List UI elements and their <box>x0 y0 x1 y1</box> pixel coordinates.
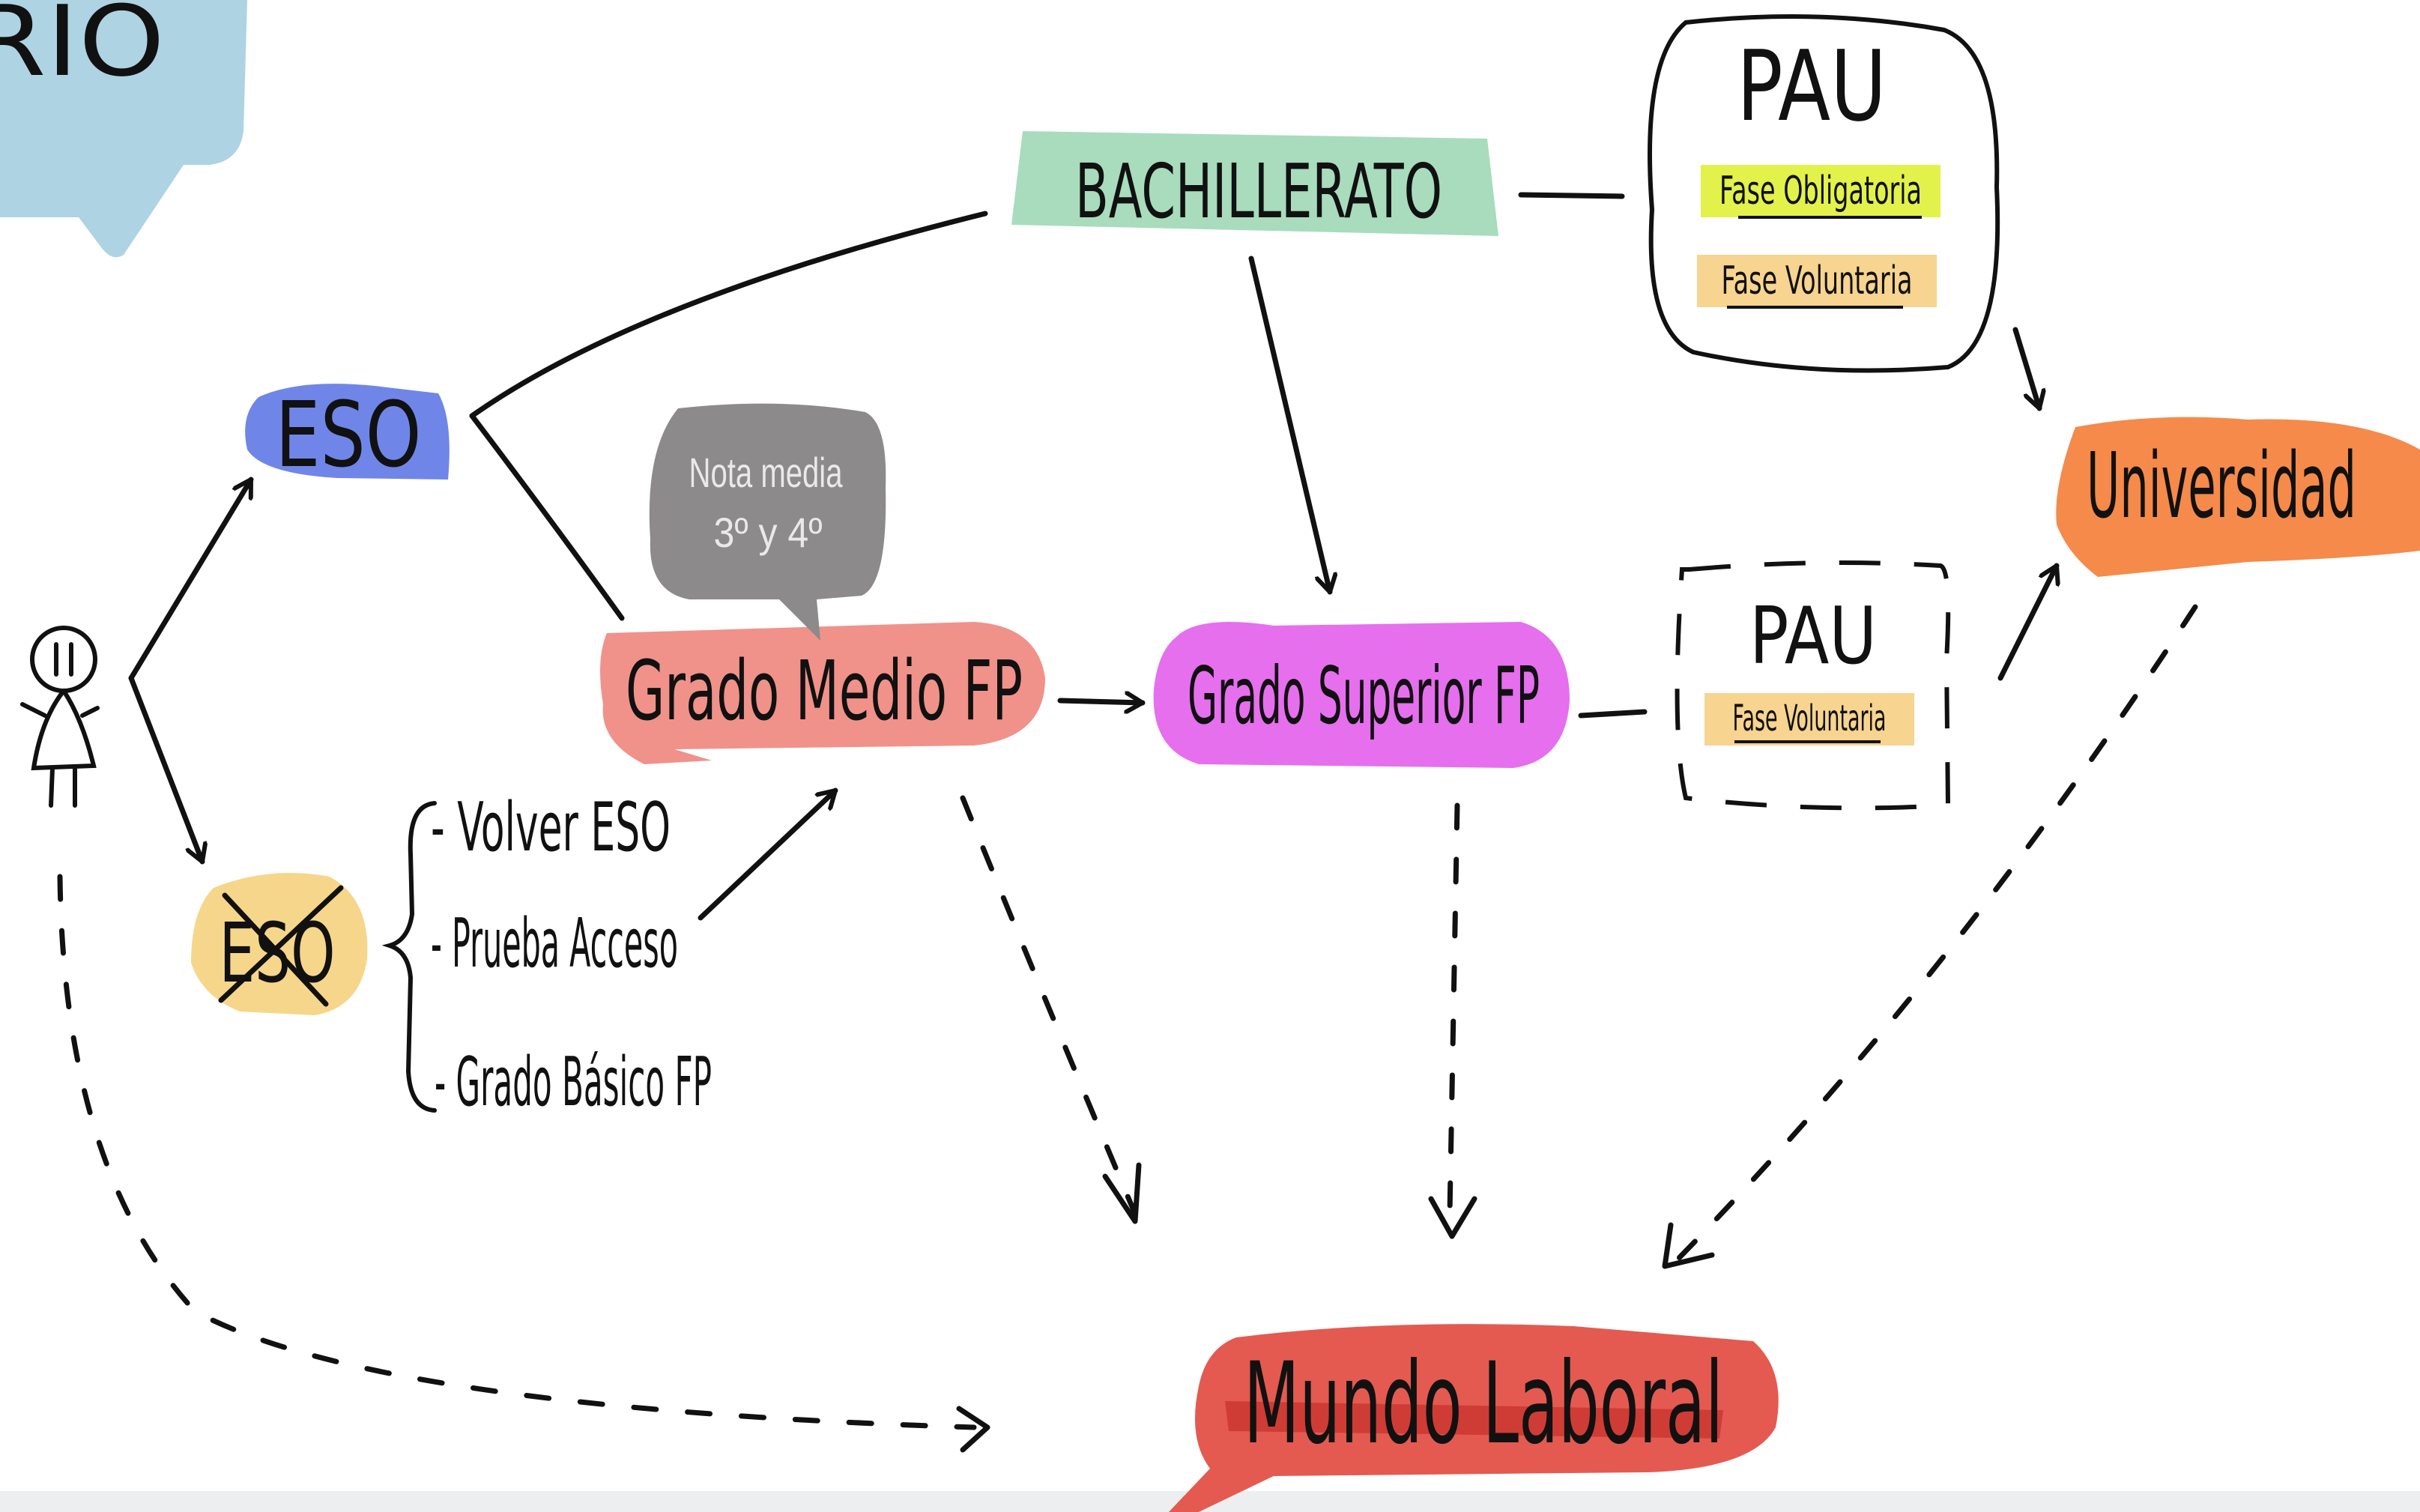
line-bachillerato-to-pau <box>1518 192 1625 199</box>
line-eso-to-grado-medio <box>469 413 625 621</box>
dashed-universidad-to-mundo <box>1675 604 2198 1262</box>
grado-medio-node: Grado Medio FP <box>600 622 1045 764</box>
line-eso-to-bachillerato <box>469 211 988 419</box>
grado-superior-node: Grado Superior FP <box>1153 622 1570 768</box>
arrow-pau-voluntaria-to-universidad <box>1997 563 2057 681</box>
bachillerato-node: BACHILLERATO <box>1011 131 1498 236</box>
cross-out-icon <box>218 885 344 1007</box>
pau-obligatoria-highlight <box>1701 165 1940 217</box>
stick-figure-icon <box>20 626 100 808</box>
arrow-pau-to-universidad <box>2012 327 2039 411</box>
bachillerato-label: BACHILLERATO <box>1075 148 1442 235</box>
connectors <box>128 192 2057 1113</box>
pau-fase-voluntaria: Fase Voluntaria <box>1722 258 1913 303</box>
pau-main-box: PAU Fase Obligatoria Fase Voluntaria <box>1648 14 2000 373</box>
mundo-laboral-label: Mundo Laboral <box>1244 1339 1723 1469</box>
dashed-arrowheads <box>956 1162 1715 1453</box>
arrow-person-to-eso <box>128 477 254 681</box>
nota-media-line2: 3º y 4º <box>714 509 823 556</box>
alt-prueba-acceso: - Prueba Acceso <box>431 904 678 983</box>
alternatives-brace <box>381 801 437 1113</box>
eso-failed-node: ESO <box>191 873 368 1015</box>
dashed-connectors <box>57 604 2198 1430</box>
pau-main-title: PAU <box>1737 29 1887 143</box>
pau-secondary-box: PAU Fase Voluntaria <box>1675 560 1951 811</box>
pau-fase-obligatoria: Fase Obligatoria <box>1719 169 1922 214</box>
nota-media-line1: Nota media <box>689 449 844 496</box>
nota-media-bubble: Nota media 3º y 4º <box>649 403 886 641</box>
alternatives-list: - Volver ESO - Prueba Acceso - Grado Bás… <box>431 788 712 1122</box>
pau-voluntaria-highlight <box>1697 255 1937 307</box>
arrow-bachillerato-to-grado-superior <box>1248 255 1330 595</box>
arrow-prueba-acceso-to-grado-medio <box>698 787 838 921</box>
line-grado-superior-to-pau <box>1578 709 1648 719</box>
universidad-node: Universidad <box>2056 417 2420 577</box>
mundo-laboral-stroke <box>1225 1401 1723 1439</box>
arrowhead-person-mundo <box>956 1406 990 1453</box>
alt-grado-basico: - Grado Básico FP <box>435 1043 712 1122</box>
pau-secondary-voluntaria-highlight <box>1704 693 1914 746</box>
eso-label: ESO <box>276 384 422 488</box>
dashed-grado-superior-to-mundo <box>1447 802 1460 1217</box>
dashed-person-to-mundo <box>57 874 977 1430</box>
arrow-grado-medio-to-grado-superior <box>1057 701 1146 703</box>
universidad-label: Universidad <box>2087 435 2356 539</box>
arrowhead-grado-superior-mundo <box>1428 1196 1477 1239</box>
dashed-grado-medio-to-mundo <box>960 795 1138 1217</box>
alt-volver-eso: - Volver ESO <box>431 788 671 867</box>
grado-medio-label: Grado Medio FP <box>626 643 1023 739</box>
arrowhead-grado-medio-mundo <box>1102 1162 1142 1224</box>
eso-node: ESO <box>245 384 450 488</box>
pau-secondary-fase-voluntaria: Fase Voluntaria <box>1733 698 1887 740</box>
mundo-laboral-node: Mundo Laboral <box>1169 1324 1779 1512</box>
title-fragment: RIO <box>0 0 165 98</box>
title-blob: RIO <box>0 0 247 258</box>
arrow-person-to-eso-failed <box>128 675 202 865</box>
pau-secondary-title: PAU <box>1749 590 1877 682</box>
arrowhead-universidad-mundo <box>1662 1222 1715 1269</box>
grado-superior-label: Grado Superior FP <box>1188 650 1540 742</box>
